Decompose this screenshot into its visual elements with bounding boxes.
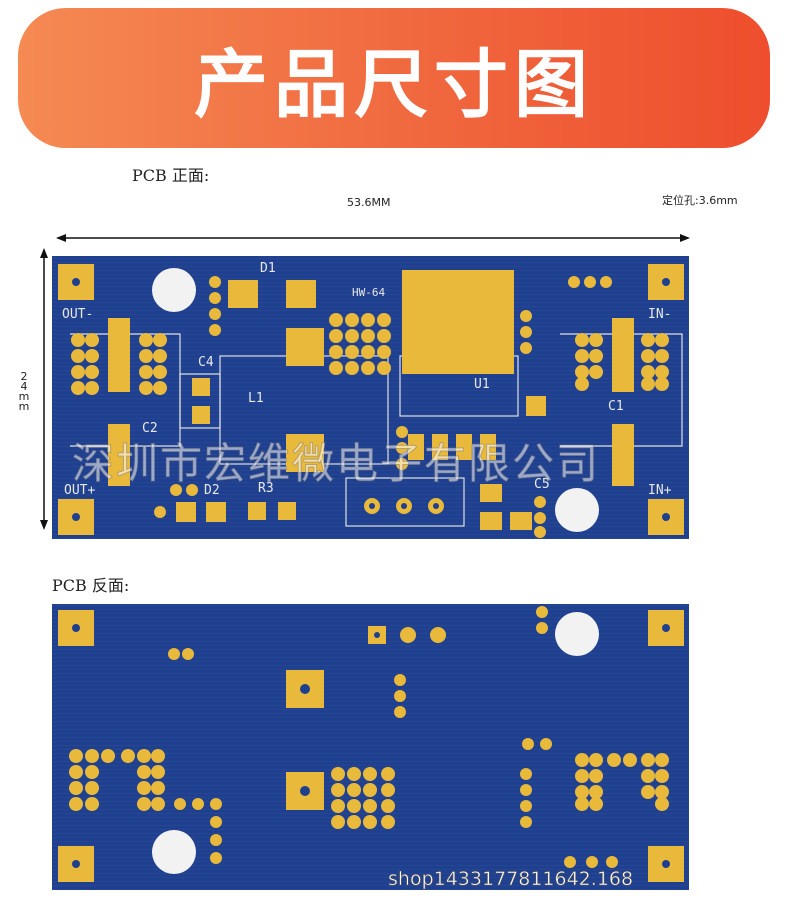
silk-d1: D1 [260, 261, 276, 276]
pcb-back-graphic [58, 606, 684, 882]
silk-in-minus: IN- [648, 307, 671, 322]
pcb-front-board: D1 HW-64 OUT- IN- C4 L1 U1 C2 C1 OUT+ IN… [52, 256, 689, 539]
silk-out-minus: OUT- [62, 307, 93, 322]
silk-c1: C1 [608, 399, 624, 414]
mounting-hole-label: 定位孔:3.6mm [662, 194, 738, 207]
height-dimension-label: 24mm [18, 370, 30, 413]
banner-title: 产品尺寸图 [194, 41, 594, 128]
dimension-arrows [40, 234, 690, 530]
silk-c5: C5 [534, 477, 550, 492]
silk-hw64: HW-64 [352, 286, 385, 299]
silk-u1: U1 [474, 377, 490, 392]
title-banner: 产品尺寸图 [18, 8, 770, 148]
silk-in-plus: IN+ [648, 483, 672, 498]
silk-out-plus: OUT+ [64, 483, 95, 498]
back-label: PCB 反面: [52, 576, 130, 595]
pcb-front-graphic: D1 HW-64 OUT- IN- C4 L1 U1 C2 C1 OUT+ IN… [58, 261, 684, 538]
silk-l1: L1 [248, 391, 264, 406]
pcb-back-board [52, 604, 689, 890]
silk-c2: C2 [142, 421, 158, 436]
shop-watermark: shop1433177811642.168 [388, 868, 634, 891]
company-watermark: 深圳市宏维微电子有限公司 [71, 439, 601, 489]
width-dimension-label: 53.6MM [347, 196, 391, 209]
silk-d2: D2 [204, 483, 220, 498]
silk-c4: C4 [198, 355, 214, 370]
silk-r3: R3 [258, 481, 274, 496]
front-label: PCB 正面: [132, 166, 210, 185]
